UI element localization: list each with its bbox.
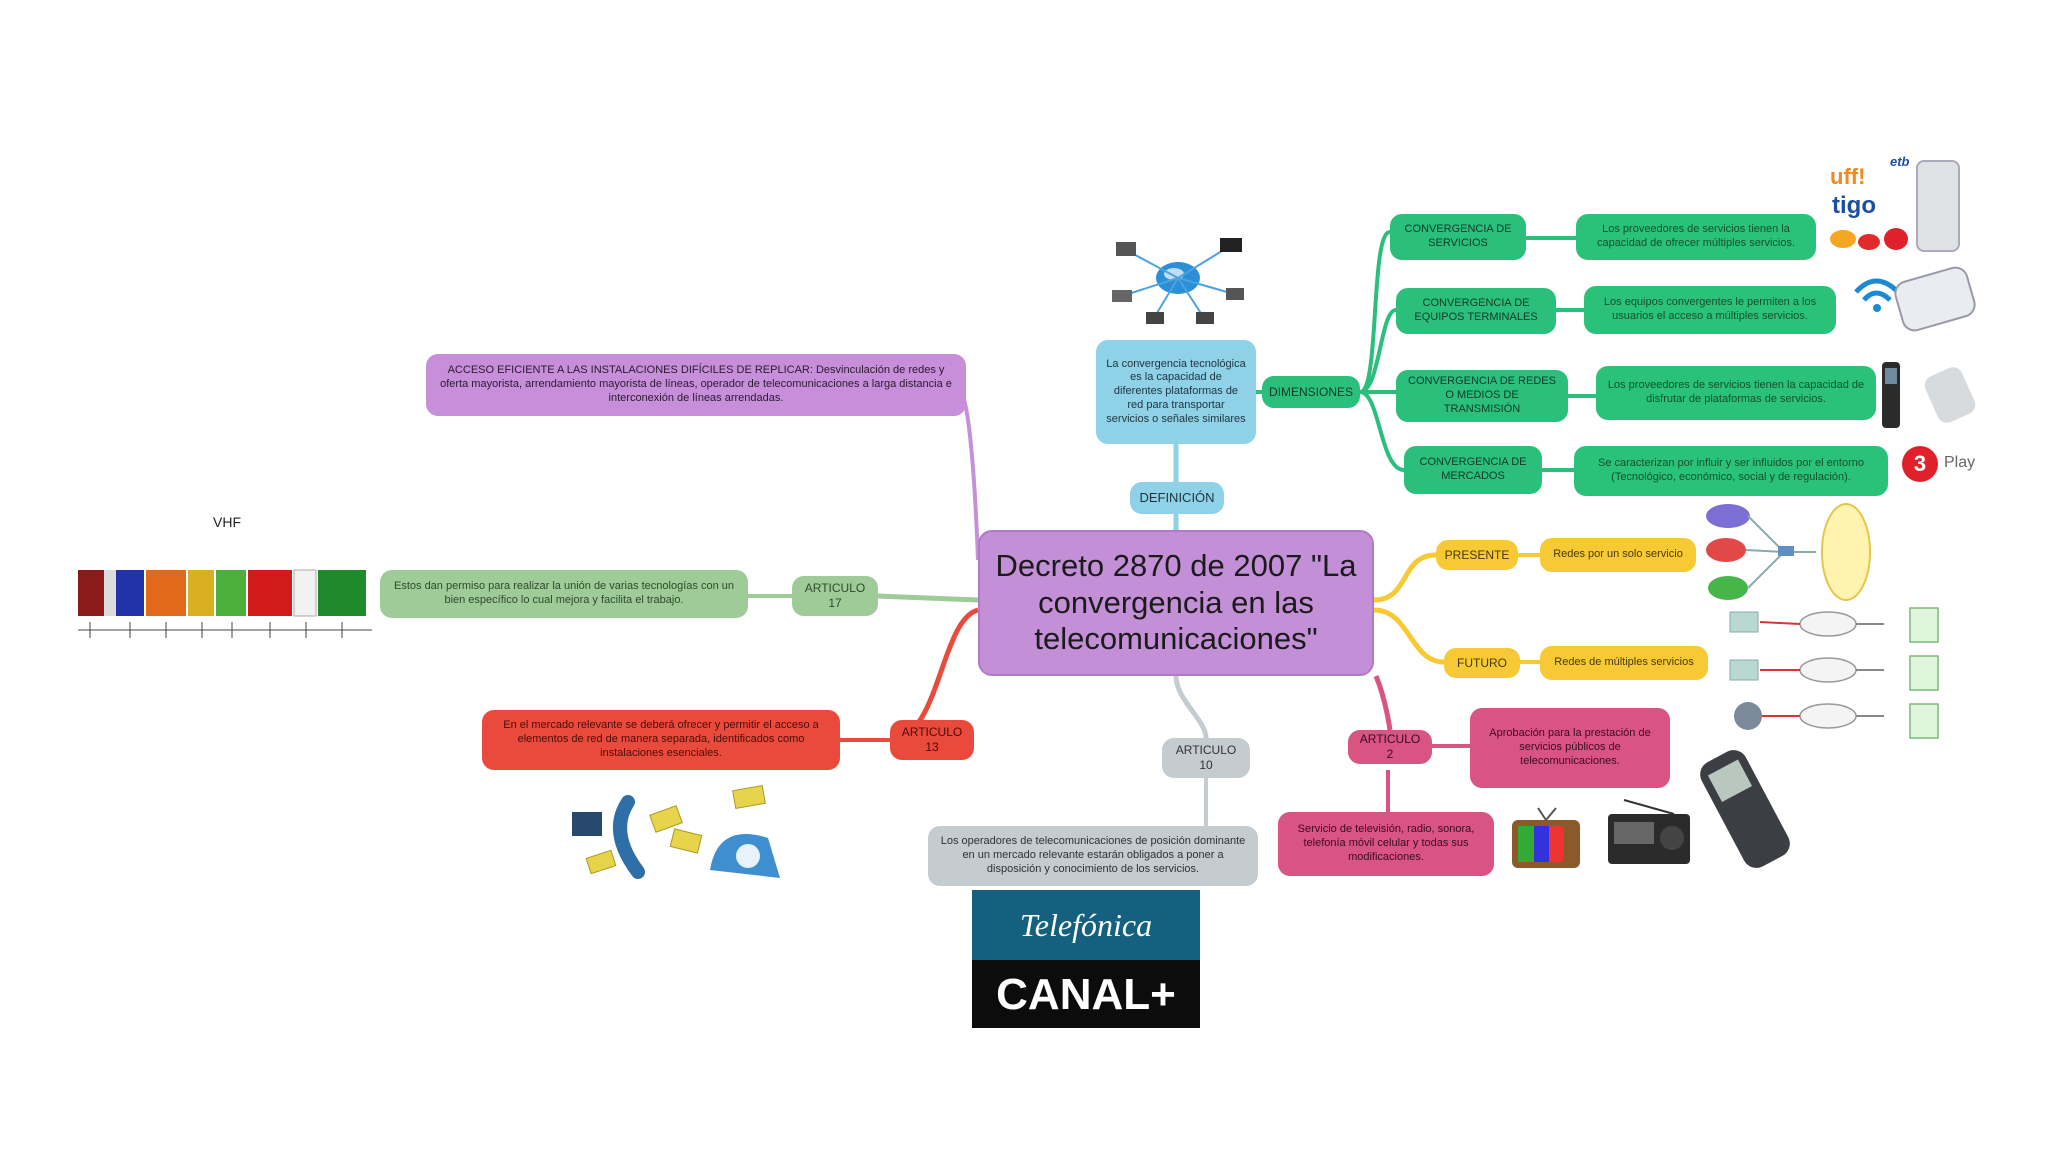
- tv-icon: [1508, 806, 1584, 876]
- mobile-phone-icon: [1690, 746, 1800, 872]
- logo-circle: [1858, 234, 1880, 250]
- dimension-equipos-text[interactable]: Los equipos convergentes le permiten a l…: [1584, 286, 1836, 334]
- phones-icon: [1878, 356, 1988, 432]
- dimension-servicios[interactable]: CONVERGENCIA DE SERVICIOS: [1390, 214, 1526, 260]
- smartphone-icon: [1916, 160, 1960, 252]
- radio-icon: [1604, 796, 1694, 868]
- definicion-text[interactable]: La convergencia tecnológica es la capaci…: [1096, 340, 1256, 444]
- dimension-redes[interactable]: CONVERGENCIA DE REDES O MEDIOS DE TRANSM…: [1396, 370, 1568, 422]
- articulo-10-text[interactable]: Los operadores de telecomunicaciones de …: [928, 826, 1258, 886]
- phone-money-icon: [568, 782, 796, 890]
- acceso-eficiente-text[interactable]: ACCESO EFICIENTE A LAS INSTALACIONES DIF…: [426, 354, 966, 416]
- wifi-phone-icon: [1850, 262, 1980, 342]
- futuro-node[interactable]: FUTURO: [1444, 648, 1520, 678]
- operator-logos: uff! tigo etb: [1826, 154, 1966, 264]
- dimension-mercados[interactable]: CONVERGENCIA DE MERCADOS: [1404, 446, 1542, 494]
- tigo-logo: tigo: [1832, 192, 1876, 219]
- 3play-logo: 3 Play: [1900, 444, 1990, 500]
- articulo-13-text[interactable]: En el mercado relevante se deberá ofrece…: [482, 710, 840, 770]
- articulo-10-node[interactable]: ARTICULO 10: [1162, 738, 1250, 778]
- claro-logo: [1884, 228, 1908, 250]
- presente-text[interactable]: Redes por un solo servicio: [1540, 538, 1696, 572]
- presente-node[interactable]: PRESENTE: [1436, 540, 1518, 570]
- telefonica-canal-logo: Telefónica CANAL+: [972, 890, 1200, 1028]
- dimension-redes-text[interactable]: Los proveedores de servicios tienen la c…: [1596, 366, 1876, 420]
- articulo-17-node[interactable]: ARTICULO 17: [792, 576, 878, 616]
- single-service-network-icon: [1698, 500, 1878, 604]
- multi-service-network-icon: [1724, 604, 1944, 750]
- central-topic[interactable]: Decreto 2870 de 2007 "La convergencia en…: [978, 530, 1374, 676]
- dimension-mercados-text[interactable]: Se caracterizan por influir y ser influi…: [1574, 446, 1888, 496]
- futuro-text[interactable]: Redes de múltiples servicios: [1540, 646, 1708, 680]
- articulo-17-text[interactable]: Estos dan permiso para realizar la unión…: [380, 570, 748, 618]
- network-icon: [1108, 232, 1248, 328]
- articulo-2-text1[interactable]: Aprobación para la prestación de servici…: [1470, 708, 1670, 788]
- logo-circle: [1830, 230, 1856, 248]
- articulo-2-text2[interactable]: Servicio de televisión, radio, sonora, t…: [1278, 812, 1494, 876]
- dimension-equipos[interactable]: CONVERGENCIA DE EQUIPOS TERMINALES: [1396, 288, 1556, 334]
- uff-logo: uff!: [1830, 164, 1866, 189]
- etb-logo: etb: [1890, 154, 1910, 169]
- dimensiones-node[interactable]: DIMENSIONES: [1262, 376, 1360, 408]
- articulo-2-node[interactable]: ARTICULO 2: [1348, 730, 1432, 764]
- definicion-node[interactable]: DEFINICIÓN: [1130, 482, 1224, 514]
- articulo-13-node[interactable]: ARTICULO 13: [890, 720, 974, 760]
- vhf-spectrum-image: VHF: [76, 506, 378, 668]
- dimension-servicios-text[interactable]: Los proveedores de servicios tienen la c…: [1576, 214, 1816, 260]
